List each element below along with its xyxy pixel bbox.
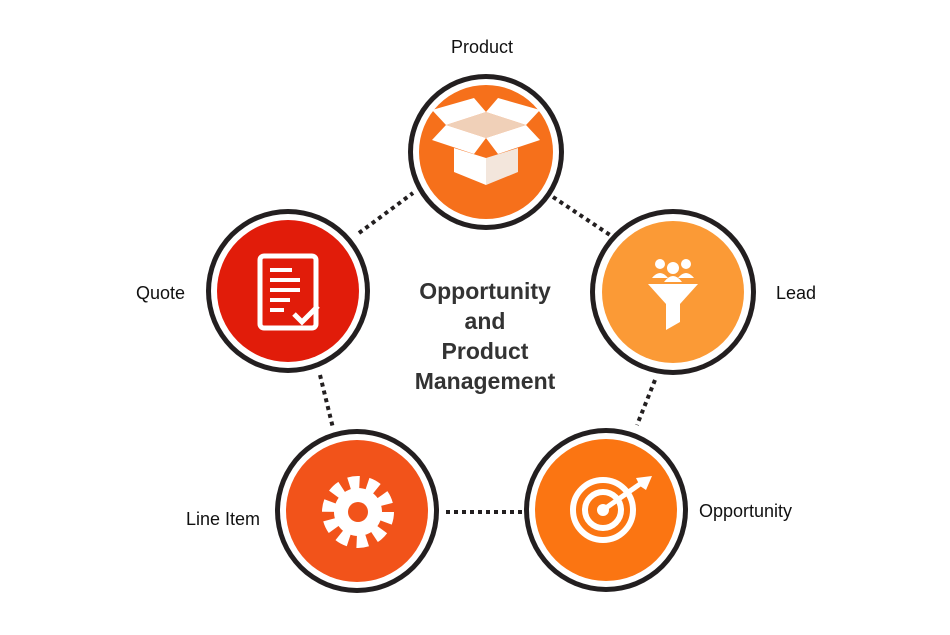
label-line-item: Line Item <box>186 509 261 529</box>
funnel-people-icon <box>648 259 698 330</box>
label-opportunity: Opportunity <box>699 501 793 521</box>
center-title: Opportunity and Product Management <box>385 276 585 396</box>
label-lead: Lead <box>776 283 817 303</box>
connector-quote-product <box>357 191 415 235</box>
open-box-icon <box>432 98 540 185</box>
label-product: Product <box>451 37 514 57</box>
node-line-item <box>275 429 439 593</box>
connector-product-lead <box>551 195 612 237</box>
center-title-line4: Management <box>414 368 556 394</box>
connector-lead-opportunity <box>635 379 657 426</box>
document-check-icon <box>257 253 320 331</box>
center-title-line1: Opportunity <box>419 278 551 304</box>
node-opportunity <box>524 428 688 592</box>
gear-icon <box>322 476 394 548</box>
center-title-line3: Product <box>441 338 529 364</box>
connectors <box>318 191 657 514</box>
center-title-line2: and <box>464 308 506 334</box>
node-quote <box>206 209 370 373</box>
label-quote: Quote <box>136 283 186 303</box>
connector-lineitem-quote <box>318 374 335 429</box>
node-product <box>408 74 564 230</box>
node-lead <box>590 209 756 375</box>
target-arrow-icon <box>570 476 652 543</box>
